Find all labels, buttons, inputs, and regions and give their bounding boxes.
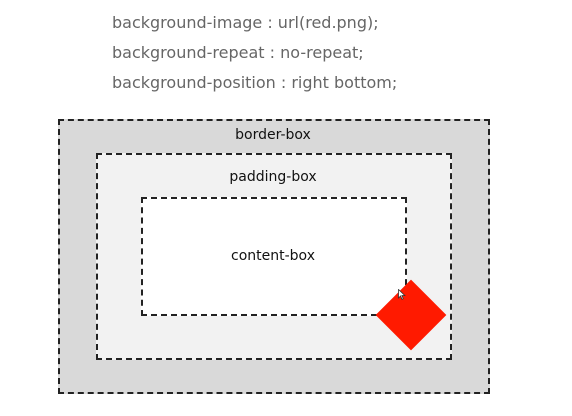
padding-box-label: padding-box: [229, 169, 317, 185]
content-box-area: [141, 197, 407, 316]
code-line-background-repeat: background-repeat : no-repeat;: [112, 43, 364, 62]
css-code-snippet: background-image : url(red.png); backgro…: [112, 8, 552, 98]
border-box-label: border-box: [235, 127, 311, 143]
mouse-pointer-icon: [398, 289, 406, 300]
code-line-background-position: background-position : right bottom;: [112, 73, 398, 92]
code-line-background-image: background-image : url(red.png);: [112, 13, 379, 32]
content-box-label: content-box: [231, 248, 315, 264]
